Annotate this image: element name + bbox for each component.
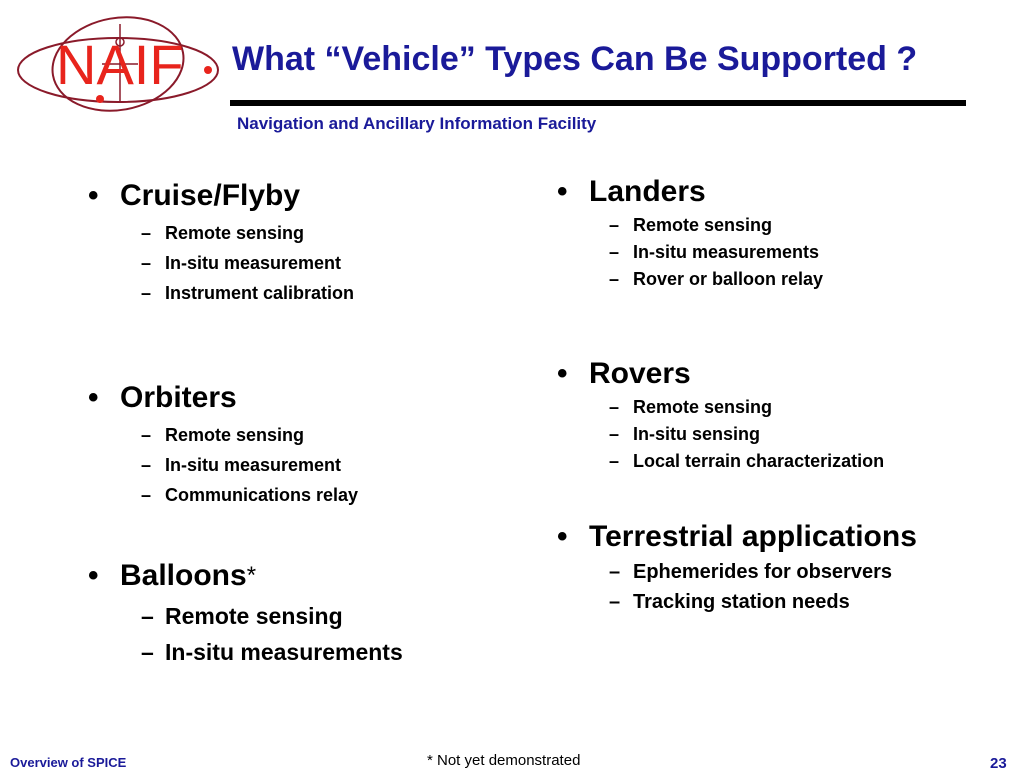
balloons-label: Balloons: [120, 559, 247, 592]
cruise-section: Cruise/Flyby Remote sensing In-situ meas…: [88, 178, 354, 308]
balloons-item: In-situ measurements: [141, 634, 403, 670]
balloons-marker: *: [246, 562, 257, 589]
naif-logo: NAIF: [10, 12, 235, 112]
landers-item: In-situ measurements: [609, 239, 823, 266]
terrestrial-item: Tracking station needs: [609, 587, 917, 617]
rovers-item: Remote sensing: [609, 394, 884, 421]
terrestrial-item: Ephemerides for observers: [609, 557, 917, 587]
balloons-heading: Balloons*: [88, 558, 403, 594]
cruise-item: Instrument calibration: [141, 278, 354, 308]
landers-item: Remote sensing: [609, 212, 823, 239]
cruise-item: Remote sensing: [141, 218, 354, 248]
rovers-heading: Rovers: [557, 356, 884, 392]
rovers-item: Local terrain characterization: [609, 448, 884, 475]
logo-text: NAIF: [56, 33, 184, 96]
page-subtitle: Navigation and Ancillary Information Fac…: [237, 114, 597, 133]
landers-heading: Landers: [557, 174, 823, 210]
title-divider: [230, 100, 966, 106]
landers-section: Landers Remote sensing In-situ measureme…: [557, 174, 823, 293]
cruise-item: In-situ measurement: [141, 248, 354, 278]
orbiters-heading: Orbiters: [88, 380, 358, 416]
orbiters-item: In-situ measurement: [141, 450, 358, 480]
naif-logo-graphic: NAIF: [17, 16, 219, 112]
page-number: 23: [990, 755, 1007, 772]
footnote: * Not yet demonstrated: [427, 752, 581, 769]
rovers-item: In-situ sensing: [609, 421, 884, 448]
balloons-item: Remote sensing: [141, 598, 403, 634]
terrestrial-heading: Terrestrial applications: [557, 519, 917, 555]
orbiters-item: Remote sensing: [141, 420, 358, 450]
page-title: What “Vehicle” Types Can Be Supported ?: [232, 40, 918, 78]
balloons-section: Balloons* Remote sensing In-situ measure…: [88, 558, 403, 670]
terrestrial-section: Terrestrial applications Ephemerides for…: [557, 519, 917, 617]
orbiters-section: Orbiters Remote sensing In-situ measurem…: [88, 380, 358, 510]
landers-item: Rover or balloon relay: [609, 266, 823, 293]
orbiters-item: Communications relay: [141, 480, 358, 510]
rovers-section: Rovers Remote sensing In-situ sensing Lo…: [557, 356, 884, 475]
footer-label: Overview of SPICE: [10, 755, 127, 770]
cruise-heading: Cruise/Flyby: [88, 178, 354, 214]
